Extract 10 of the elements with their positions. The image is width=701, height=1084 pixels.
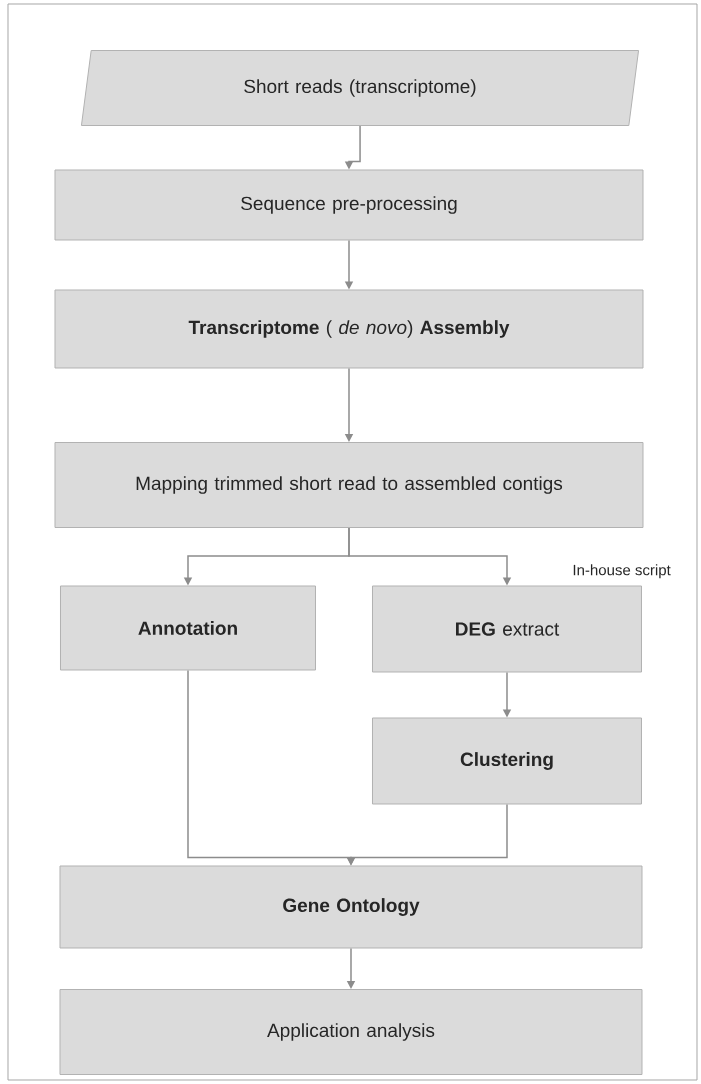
process-box: Mapping trimmed short read to assembled contigs — [54, 442, 644, 528]
process-box: Clustering — [372, 717, 642, 805]
input-parallelogram: Short reads (transcriptome) — [80, 50, 640, 126]
process-box: DEG extract — [372, 585, 642, 673]
process-box: Sequence pre-processing — [54, 169, 644, 241]
process-box: Application analysis — [59, 989, 643, 1075]
process-box: Transcriptome ( de novo) Assembly — [54, 289, 644, 369]
annotation-text: In-house script — [573, 564, 671, 579]
process-box: Gene Ontology — [59, 865, 643, 949]
process-box: Annotation — [60, 585, 316, 671]
